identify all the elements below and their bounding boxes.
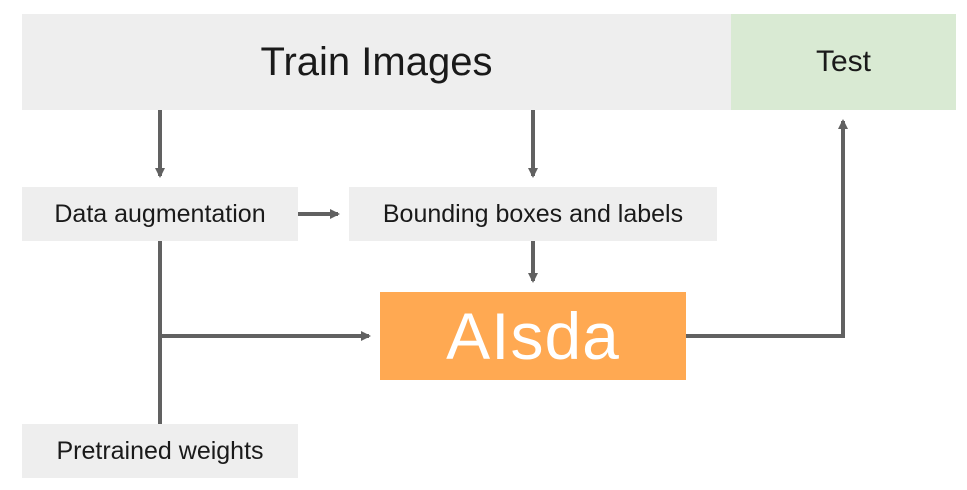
arrow-model-to-test — [686, 119, 848, 338]
model-label: AIsda — [446, 299, 620, 373]
pretrained-weights-box: Pretrained weights — [22, 424, 298, 478]
train-images-label: Train Images — [260, 39, 493, 84]
pretrained-weights-label: Pretrained weights — [56, 436, 264, 465]
data-augmentation-box: Data augmentation — [22, 187, 298, 241]
model-box: AIsda — [380, 292, 686, 380]
test-box: Test — [731, 14, 956, 110]
test-label: Test — [815, 45, 872, 78]
train-images-box: Train Images — [22, 14, 731, 110]
data-augmentation-label: Data augmentation — [54, 199, 266, 228]
bounding-boxes-label: Bounding boxes and labels — [382, 199, 684, 228]
bounding-boxes-box: Bounding boxes and labels — [349, 187, 717, 241]
